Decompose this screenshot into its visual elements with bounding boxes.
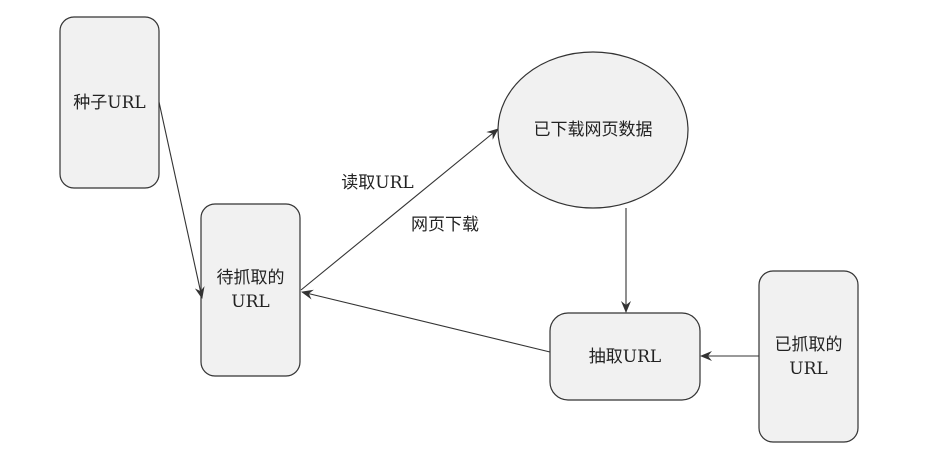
crawled-url-label: 已抓取的URL xyxy=(774,334,843,379)
downloaded-data-label: 已下载网页数据 xyxy=(533,120,653,140)
arrow-seed-to-pending xyxy=(158,101,205,299)
edge-label-download: 网页下载 xyxy=(411,215,479,235)
pending-url-label: 待抓取的URL xyxy=(216,268,285,312)
extract-url-label: 抽取URL xyxy=(588,346,662,367)
edge-label-read-url: 读取URL xyxy=(341,173,414,193)
arrow-extract-to-pending xyxy=(301,289,551,353)
arrow-pending-to-downloaded xyxy=(300,128,499,291)
seed-url-label: 种子URL xyxy=(73,92,146,113)
